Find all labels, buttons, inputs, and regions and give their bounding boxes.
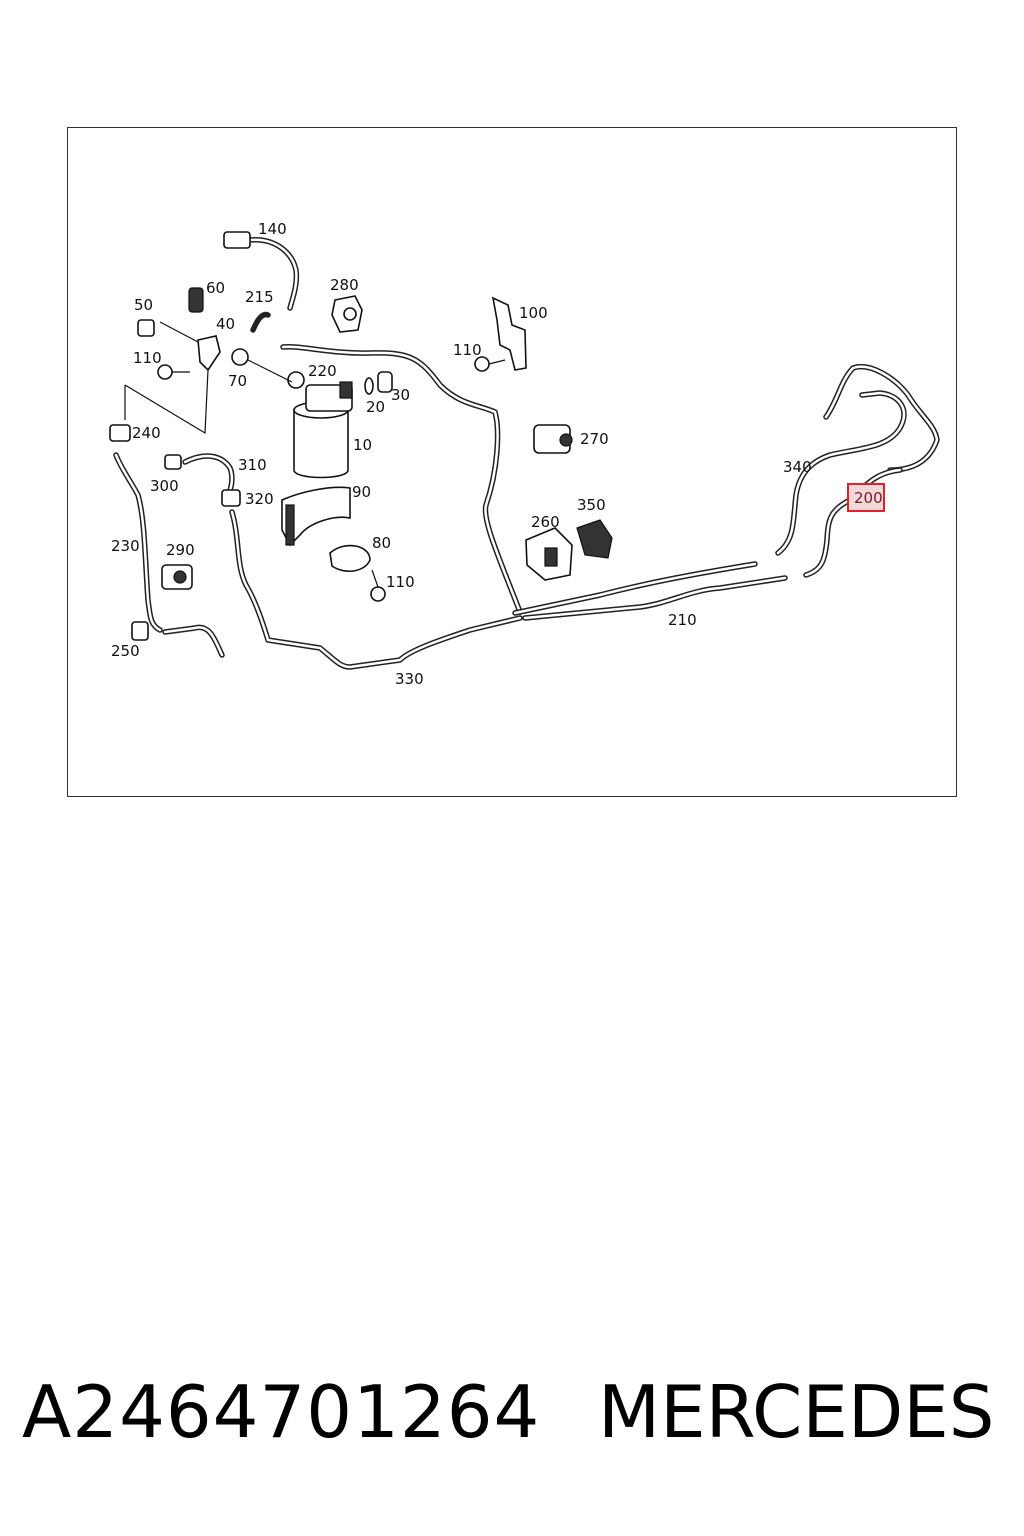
hose-140 bbox=[247, 237, 300, 311]
hose-215 bbox=[250, 311, 271, 333]
callout-10: 10 bbox=[353, 436, 372, 454]
connector-60 bbox=[188, 287, 204, 313]
part-number: A2464701264 bbox=[22, 1370, 541, 1454]
screw-110-a bbox=[157, 364, 190, 380]
callout-140: 140 bbox=[258, 220, 287, 238]
callout-200: 200 bbox=[854, 489, 883, 507]
callout-80: 80 bbox=[372, 534, 391, 552]
callout-340: 340 bbox=[783, 458, 812, 476]
callout-70: 70 bbox=[228, 372, 247, 390]
pipe-220 bbox=[280, 343, 523, 615]
screw-110-b bbox=[474, 356, 506, 372]
callout-210: 210 bbox=[668, 611, 697, 629]
valve-40 bbox=[124, 321, 221, 435]
cap-30 bbox=[377, 371, 393, 393]
callout-250: 250 bbox=[111, 642, 140, 660]
clip-250 bbox=[131, 621, 149, 641]
callout-90: 90 bbox=[352, 483, 371, 501]
ring-70 bbox=[231, 348, 293, 383]
holder-270 bbox=[533, 424, 573, 454]
callout-270: 270 bbox=[580, 430, 609, 448]
callout-20: 20 bbox=[366, 398, 385, 416]
diagram-frame bbox=[67, 127, 957, 797]
pipe-230 bbox=[113, 452, 163, 633]
callout-230: 230 bbox=[111, 537, 140, 555]
bracket-90 bbox=[281, 486, 351, 547]
fuel-filter-10 bbox=[287, 371, 353, 479]
clip-300 bbox=[164, 454, 182, 470]
strap-80 bbox=[329, 544, 371, 573]
callout-310: 310 bbox=[238, 456, 267, 474]
callout-215: 215 bbox=[245, 288, 274, 306]
callout-110-c: 110 bbox=[386, 573, 415, 591]
footer: A2464701264 MERCEDES bbox=[0, 1370, 1024, 1470]
clip-290 bbox=[161, 564, 193, 590]
callout-60: 60 bbox=[206, 279, 225, 297]
highlight-box-200 bbox=[847, 483, 885, 512]
holder-350 bbox=[576, 519, 613, 559]
brand-name: MERCEDES bbox=[598, 1370, 995, 1454]
pipe-200 bbox=[803, 467, 903, 578]
pipe-250 bbox=[162, 624, 225, 658]
bracket-100 bbox=[491, 296, 527, 371]
clip-320 bbox=[221, 489, 241, 507]
pipe-340 bbox=[775, 364, 940, 556]
seal-20 bbox=[364, 377, 374, 395]
holder-260 bbox=[525, 527, 573, 581]
connector-140 bbox=[223, 231, 251, 249]
clip-50 bbox=[137, 319, 155, 337]
callout-320: 320 bbox=[245, 490, 274, 508]
callout-110-a: 110 bbox=[133, 349, 162, 367]
callouts: 140 60 280 50 215 40 100 110 110 70 220 … bbox=[111, 220, 883, 688]
callout-50: 50 bbox=[134, 296, 153, 314]
callout-290: 290 bbox=[166, 541, 195, 559]
callout-40: 40 bbox=[216, 315, 235, 333]
pipe-330 bbox=[229, 509, 523, 670]
callout-260: 260 bbox=[531, 513, 560, 531]
callout-30: 30 bbox=[391, 386, 410, 404]
hose-310 bbox=[182, 453, 235, 493]
callout-110-b: 110 bbox=[453, 341, 482, 359]
clip-240 bbox=[109, 424, 131, 442]
callout-300: 300 bbox=[150, 477, 179, 495]
callout-220: 220 bbox=[308, 362, 337, 380]
pipe-210 bbox=[512, 561, 788, 621]
callout-240: 240 bbox=[132, 424, 161, 442]
clamp-280 bbox=[331, 295, 363, 333]
callout-280: 280 bbox=[330, 276, 359, 294]
callout-100: 100 bbox=[519, 304, 548, 322]
screw-110-c bbox=[370, 569, 386, 602]
callout-350: 350 bbox=[577, 496, 606, 514]
callout-330: 330 bbox=[395, 670, 424, 688]
